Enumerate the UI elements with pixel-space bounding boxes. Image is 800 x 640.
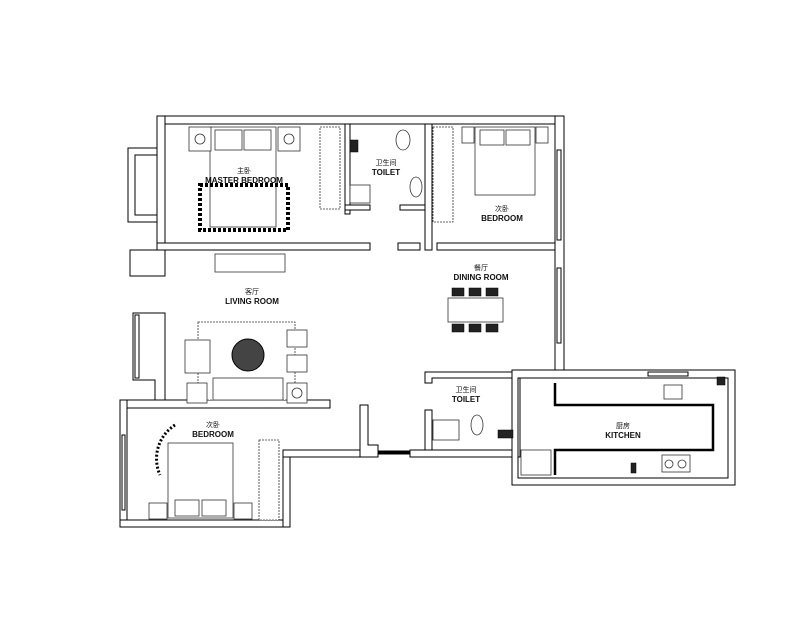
master-bedroom-en: MASTER BEDROOM — [205, 176, 283, 185]
bedroom-lower-zh: 次卧 — [206, 422, 220, 429]
kitchen-zh: 厨房 — [616, 423, 630, 430]
room-label-bedroom-lower: 次卧 BEDROOM — [192, 420, 234, 439]
room-label-bedroom-upper: 次卧 BEDROOM — [481, 204, 523, 223]
room-label-toilet-upper: 卫生间 TOILET — [372, 158, 400, 177]
walls — [119, 115, 736, 528]
master-bedroom-zh: 主卧 — [237, 168, 251, 175]
toilet-lower-zh: 卫生间 — [455, 387, 477, 394]
living-room-en: LIVING ROOM — [225, 297, 279, 306]
bedroom-upper-en: BEDROOM — [481, 214, 523, 223]
furniture — [148, 126, 549, 521]
living-room-zh: 客厅 — [245, 289, 259, 296]
toilet-upper-zh: 卫生间 — [375, 160, 397, 167]
dining-room-zh: 餐厅 — [473, 265, 488, 272]
dining-room-en: DINING ROOM — [453, 273, 509, 282]
kitchen-en: KITCHEN — [605, 431, 641, 440]
room-label-master-bedroom: 主卧 MASTER BEDROOM — [205, 166, 283, 185]
room-label-toilet-lower: 卫生间 TOILET — [452, 385, 480, 404]
room-label-living-room: 客厅 LIVING ROOM — [225, 287, 279, 306]
bedroom-upper-zh: 次卧 — [495, 206, 509, 213]
room-label-kitchen: 厨房 KITCHEN — [605, 421, 641, 440]
toilet-upper-en: TOILET — [371, 168, 401, 177]
room-label-dining-room: 餐厅 DINING ROOM — [453, 263, 508, 282]
toilet-lower-en: TOILET — [451, 395, 481, 404]
bedroom-lower-en: BEDROOM — [192, 430, 234, 439]
